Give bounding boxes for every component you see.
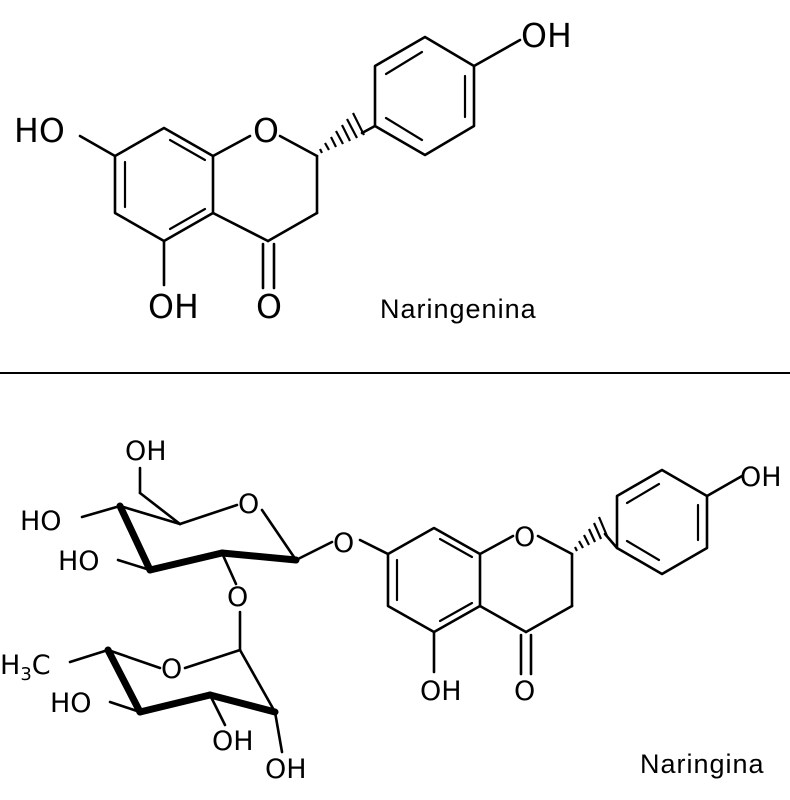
rha-c5-c4-bold bbox=[104, 646, 144, 716]
rha-ring-o-label: O bbox=[161, 654, 182, 685]
b-ring bbox=[373, 35, 476, 157]
bond-c7-oh bbox=[78, 134, 117, 158]
rha-ch3-label: H3C bbox=[0, 650, 51, 685]
glc-c5-c4-top bbox=[118, 504, 182, 526]
naringina-structure: OH O O OH O OH HO HO O O H3C O HO OH OH … bbox=[0, 436, 782, 785]
rha-c1-o bbox=[183, 648, 242, 670]
ring2-o-label: O bbox=[514, 522, 535, 553]
glc-c3-c4-bold bbox=[116, 502, 154, 574]
bond2-c8a-o bbox=[478, 534, 515, 556]
hashed-bond-2 bbox=[574, 516, 609, 552]
hashed-bond bbox=[319, 112, 365, 154]
rha-c4-ho bbox=[108, 700, 142, 714]
rha-c2-c1 bbox=[238, 648, 277, 714]
glc-o-c1 bbox=[260, 508, 298, 562]
bond2-c4-c4a bbox=[478, 604, 528, 634]
link-o-label: O bbox=[227, 582, 248, 613]
glyco-o-label: O bbox=[333, 528, 354, 559]
carbonyl2-o-label: O bbox=[514, 676, 535, 707]
glc-c5-c6 bbox=[138, 491, 182, 526]
rha-o-c5 bbox=[106, 648, 162, 670]
b-ring-double-3 bbox=[384, 116, 424, 142]
rha-c2-oh bbox=[273, 710, 284, 754]
b-ring2-double-3 bbox=[625, 539, 661, 562]
naringenina-name: Naringenina bbox=[380, 294, 537, 324]
rha-oh2-label: OH bbox=[265, 754, 307, 785]
glc-c1-c2-bold bbox=[218, 549, 300, 564]
rha-c3-c2-bold bbox=[206, 691, 279, 716]
rha-c4-c3-bold bbox=[136, 691, 214, 716]
a-ring bbox=[113, 126, 215, 243]
bond-c2-c1p bbox=[360, 124, 377, 135]
glc-c5-o bbox=[178, 503, 239, 526]
bond-c4p-oh bbox=[472, 38, 522, 68]
naringenina-structure: OH HO O OH O Naringenina bbox=[14, 16, 572, 326]
b-ring-2 bbox=[615, 468, 709, 576]
rha-oh3-label: OH bbox=[212, 726, 254, 757]
a-ring2-double-2 bbox=[438, 601, 474, 623]
b-ring2-double-1 bbox=[625, 482, 661, 505]
oh2-5-label: OH bbox=[420, 676, 462, 707]
ho-7-label: HO bbox=[14, 111, 65, 150]
rha-c3-oh bbox=[208, 693, 227, 727]
bond2-c7-o bbox=[358, 538, 390, 556]
glc-ho3-label: HO bbox=[58, 546, 100, 577]
glc-c3-ho bbox=[116, 558, 152, 572]
naringina-name: Naringina bbox=[640, 749, 765, 779]
bond-c4-c4a bbox=[211, 211, 270, 243]
bond2-c2-c1p bbox=[603, 532, 619, 550]
oh-4p-label: OH bbox=[521, 16, 572, 55]
bond-o-glc-c1 bbox=[294, 540, 334, 562]
oh2-4p-label: OH bbox=[740, 462, 782, 493]
rha-c5-ch3 bbox=[68, 648, 110, 664]
glc-c4-ho bbox=[80, 504, 122, 519]
oh-5-label: OH bbox=[148, 287, 199, 326]
glc-ring-o-label: O bbox=[238, 489, 259, 520]
bond2-c3-c4 bbox=[524, 604, 574, 634]
glc-ho4-label: HO bbox=[20, 506, 62, 537]
glc-c2-c3-bold bbox=[146, 549, 226, 574]
a-ring-double-2 bbox=[168, 207, 207, 231]
carbonyl-o-label: O bbox=[256, 287, 282, 326]
a-ring-2 bbox=[386, 526, 482, 634]
bond2-c4p-oh bbox=[705, 474, 744, 498]
bond-c8a-o bbox=[211, 134, 252, 158]
a-ring2-double-1 bbox=[438, 537, 474, 559]
rha-ho-label: HO bbox=[50, 688, 92, 719]
glc-c2-o bbox=[220, 551, 238, 586]
glc-ch2oh-label: OH bbox=[125, 436, 167, 467]
ring-o-label: O bbox=[253, 111, 279, 150]
b-ring-double-1 bbox=[384, 50, 424, 76]
bond-c3-c4 bbox=[266, 211, 319, 243]
bond-o-c2 bbox=[278, 134, 319, 158]
a-ring-double-1 bbox=[168, 138, 207, 162]
bond2-o-c2 bbox=[536, 534, 574, 556]
